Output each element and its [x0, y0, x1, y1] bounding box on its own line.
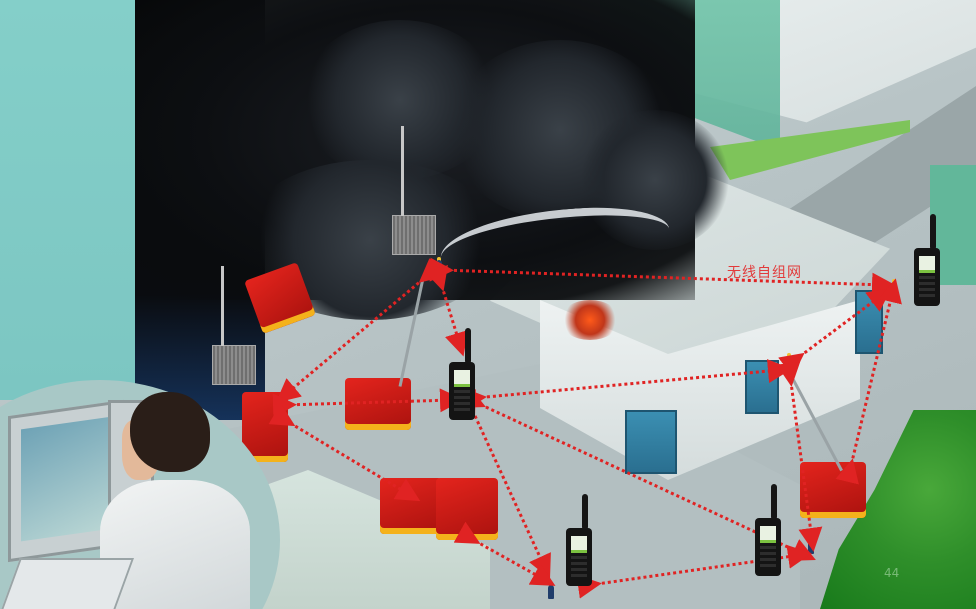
smoke-puff	[580, 110, 730, 250]
fire	[560, 300, 620, 340]
firefighter-bottom-center	[548, 585, 554, 599]
radio-screen	[760, 526, 776, 543]
firefighter-ladder-right	[786, 356, 792, 370]
diagram-title: 无线自组网	[727, 265, 802, 281]
teal-wall	[0, 0, 140, 400]
radio-bottom-right	[755, 484, 781, 576]
warehouse-door	[745, 360, 779, 414]
antenna-icon	[582, 494, 588, 530]
radio-bottom-center	[566, 494, 592, 586]
radio-screen	[919, 256, 935, 273]
base-station-top	[392, 126, 436, 255]
warehouse-window	[625, 410, 677, 474]
firefighter-ladder-left	[436, 260, 442, 274]
antenna-icon	[221, 266, 224, 346]
radio-keypad	[571, 556, 587, 580]
radio-screen	[454, 370, 470, 387]
antenna-icon	[465, 328, 471, 364]
radio-screen	[571, 536, 587, 553]
fire-truck-ladder-right	[800, 462, 866, 518]
fire-truck-pair-2	[436, 478, 498, 540]
firefighter-bottom-right	[808, 540, 814, 554]
radio-keypad	[454, 390, 470, 414]
firefighter-right-edge	[891, 282, 897, 296]
page-number: 44	[884, 566, 900, 580]
keyboard	[0, 558, 135, 609]
fire-truck-pair-1	[380, 478, 442, 534]
warehouse-window-right	[855, 290, 883, 354]
antenna-icon	[401, 126, 404, 216]
antenna-icon	[771, 484, 777, 520]
radio-keypad	[760, 546, 776, 570]
radio-right	[914, 214, 940, 306]
base-station-left	[212, 266, 256, 385]
radio-keypad	[919, 276, 935, 300]
antenna-icon	[930, 214, 936, 250]
operator-body	[100, 480, 250, 609]
cctv-screen	[21, 416, 109, 542]
radio-center	[449, 328, 475, 420]
operator-head	[130, 392, 210, 472]
